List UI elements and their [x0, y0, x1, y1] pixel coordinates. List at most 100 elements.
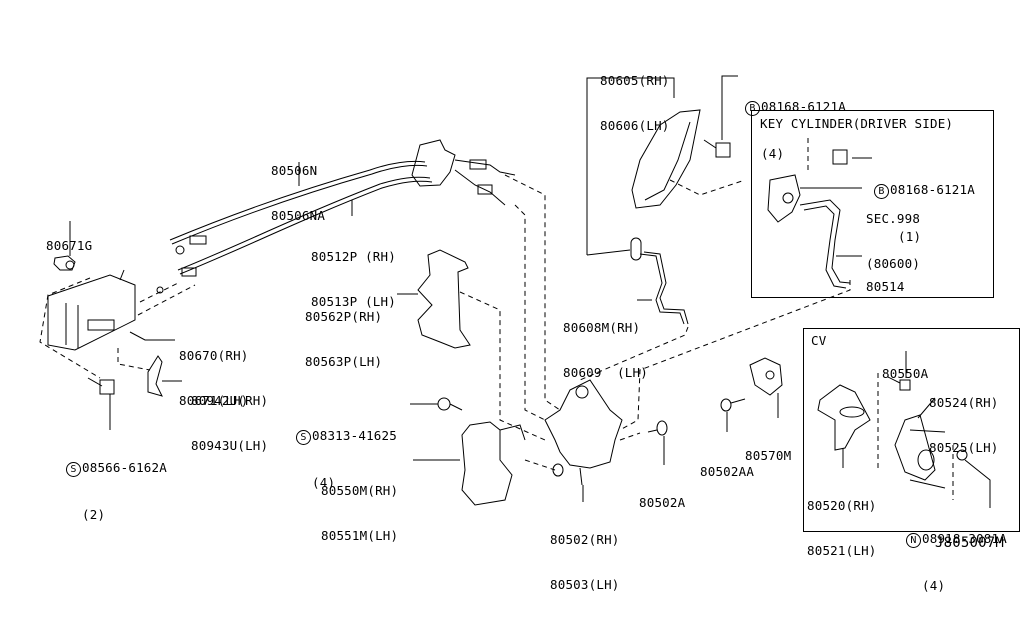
part-number: 80671G [46, 238, 93, 253]
part-number: 80521(LH) [807, 543, 877, 558]
bolt-08168 [703, 139, 731, 158]
key-cylinder-inset: KEY CYLINDER(DRIVER SIDE) [751, 110, 994, 298]
cover-80550M [461, 421, 526, 506]
part-number: 80606(LH) [600, 118, 670, 133]
part-number: 80670(RH) [179, 348, 249, 363]
part-number: 80506N [271, 163, 318, 178]
cable-assembly [156, 160, 433, 294]
part-label-80608M: 80608M(RH) 80609 (LH) [563, 290, 648, 410]
cv-inset-title: CV [811, 333, 827, 348]
part-number: 80513P (LH) [311, 294, 396, 309]
part-number: (80600) [866, 256, 921, 271]
part-number: 80605(RH) [600, 73, 670, 88]
part-number-text: 08918-3081A [922, 531, 1007, 546]
part-number: 80551M(LH) [321, 528, 399, 543]
part-quantity: (4) [312, 475, 336, 490]
part-label-80550A: 80550A [882, 336, 928, 411]
b-symbol-icon: B [874, 184, 889, 199]
cable-bracket [411, 139, 516, 206]
part-label-80514: 80514 [866, 249, 905, 324]
cv-inset: CV [803, 328, 1020, 532]
inside-handle-80605 [631, 109, 701, 209]
cv-nut-08918 [956, 449, 968, 461]
cv-striker-80520 [817, 384, 871, 451]
part-number: 80506NA [271, 208, 326, 223]
key-cylinder [767, 149, 851, 289]
part-number: 80502A [639, 495, 686, 510]
part-number: 80520(RH) [807, 498, 877, 513]
s-symbol-icon: S [296, 430, 311, 445]
part-label-80570M: 80570M [745, 418, 791, 493]
part-label-80671G: 80671G [46, 208, 92, 283]
part-label-80942U: 80942U(RH) 80943U(LH) [191, 363, 268, 483]
part-number: 80562P(RH) [305, 309, 383, 324]
part-label-80502A: 80502A [639, 465, 685, 540]
part-quantity: (1) [898, 229, 922, 244]
part-number: 80550A [882, 366, 929, 381]
diagram-drawing [39, 75, 991, 508]
parts-diagram: KEY CYLINDER(DRIVER SIDE) CV 80671G 8050… [39, 43, 1020, 593]
part-number: 80608M(RH) [563, 320, 641, 335]
part-number: 80550M(RH) [321, 483, 399, 498]
screw-80502A [647, 420, 668, 436]
part-label-80562P: 80562P(RH) 80563P(LH) [305, 279, 382, 399]
part-label-80670: 80670(RH) 80671(LH) [179, 318, 249, 438]
clip-80671G [53, 255, 76, 271]
part-number: SEC.998 [866, 211, 921, 226]
part-number: 80524(RH) [929, 395, 999, 410]
screw-08313 [437, 397, 463, 411]
part-label-sec998: SEC.998 (80600) [866, 181, 920, 301]
part-number: 80942U(RH) [191, 393, 269, 408]
lever-80942U [147, 355, 163, 397]
part-label-80502: 80502(RH) 80503(LH) [550, 502, 620, 622]
part-number-text: 08313-41625 [312, 428, 397, 443]
door-lock-80502 [544, 379, 623, 486]
part-quantity: (4) [922, 578, 946, 593]
outside-handle [47, 269, 136, 351]
part-label-80512P: 80512P (RH) 80513P (LH) [311, 219, 396, 339]
part-number-text: 08168-6121A [890, 182, 975, 197]
rod-80608M [630, 237, 689, 325]
part-number-text: 08566-6162A [82, 460, 167, 475]
part-number: 80514 [866, 279, 905, 294]
part-number: 80609 (LH) [563, 365, 648, 380]
clip-80570M [749, 357, 783, 396]
part-label-80524: 80524(RH) 80525(LH) [929, 365, 999, 485]
part-number: 80502(RH) [550, 532, 620, 547]
part-label-80506N: 80506N 80506NA [271, 133, 325, 253]
part-label-80520: 80520(RH) 80521(LH) [807, 468, 877, 588]
part-number: 80671(LH) [179, 393, 249, 408]
part-number: 80943U(LH) [191, 438, 269, 453]
cv-bolt-80550A [887, 376, 911, 391]
part-label-80502AA: 80502AA [700, 434, 754, 509]
n-symbol-icon: N [906, 533, 921, 548]
part-number-text: 08168-6121A [761, 99, 846, 114]
part-number: 80502AA [700, 464, 755, 479]
part-number: 80503(LH) [550, 577, 620, 592]
screw-80502AA [720, 398, 746, 412]
part-quantity: (2) [82, 507, 106, 522]
b-symbol-icon: B [745, 101, 760, 116]
part-label-80605: 80605(RH) 80606(LH) [600, 43, 670, 163]
part-label-80550M: 80550M(RH) 80551M(LH) [321, 453, 398, 573]
screw-08566 [87, 377, 115, 395]
part-quantity: (4) [761, 146, 785, 161]
part-number: 80525(LH) [929, 440, 999, 455]
part-number: 80570M [745, 448, 792, 463]
part-number: 80512P (RH) [311, 249, 396, 264]
bracket-80562P [417, 249, 471, 349]
key-cylinder-inset-title: KEY CYLINDER(DRIVER SIDE) [760, 116, 954, 131]
part-number: 80563P(LH) [305, 354, 383, 369]
s-symbol-icon: S [66, 462, 81, 477]
diagram-id: J805007M [935, 535, 1005, 551]
